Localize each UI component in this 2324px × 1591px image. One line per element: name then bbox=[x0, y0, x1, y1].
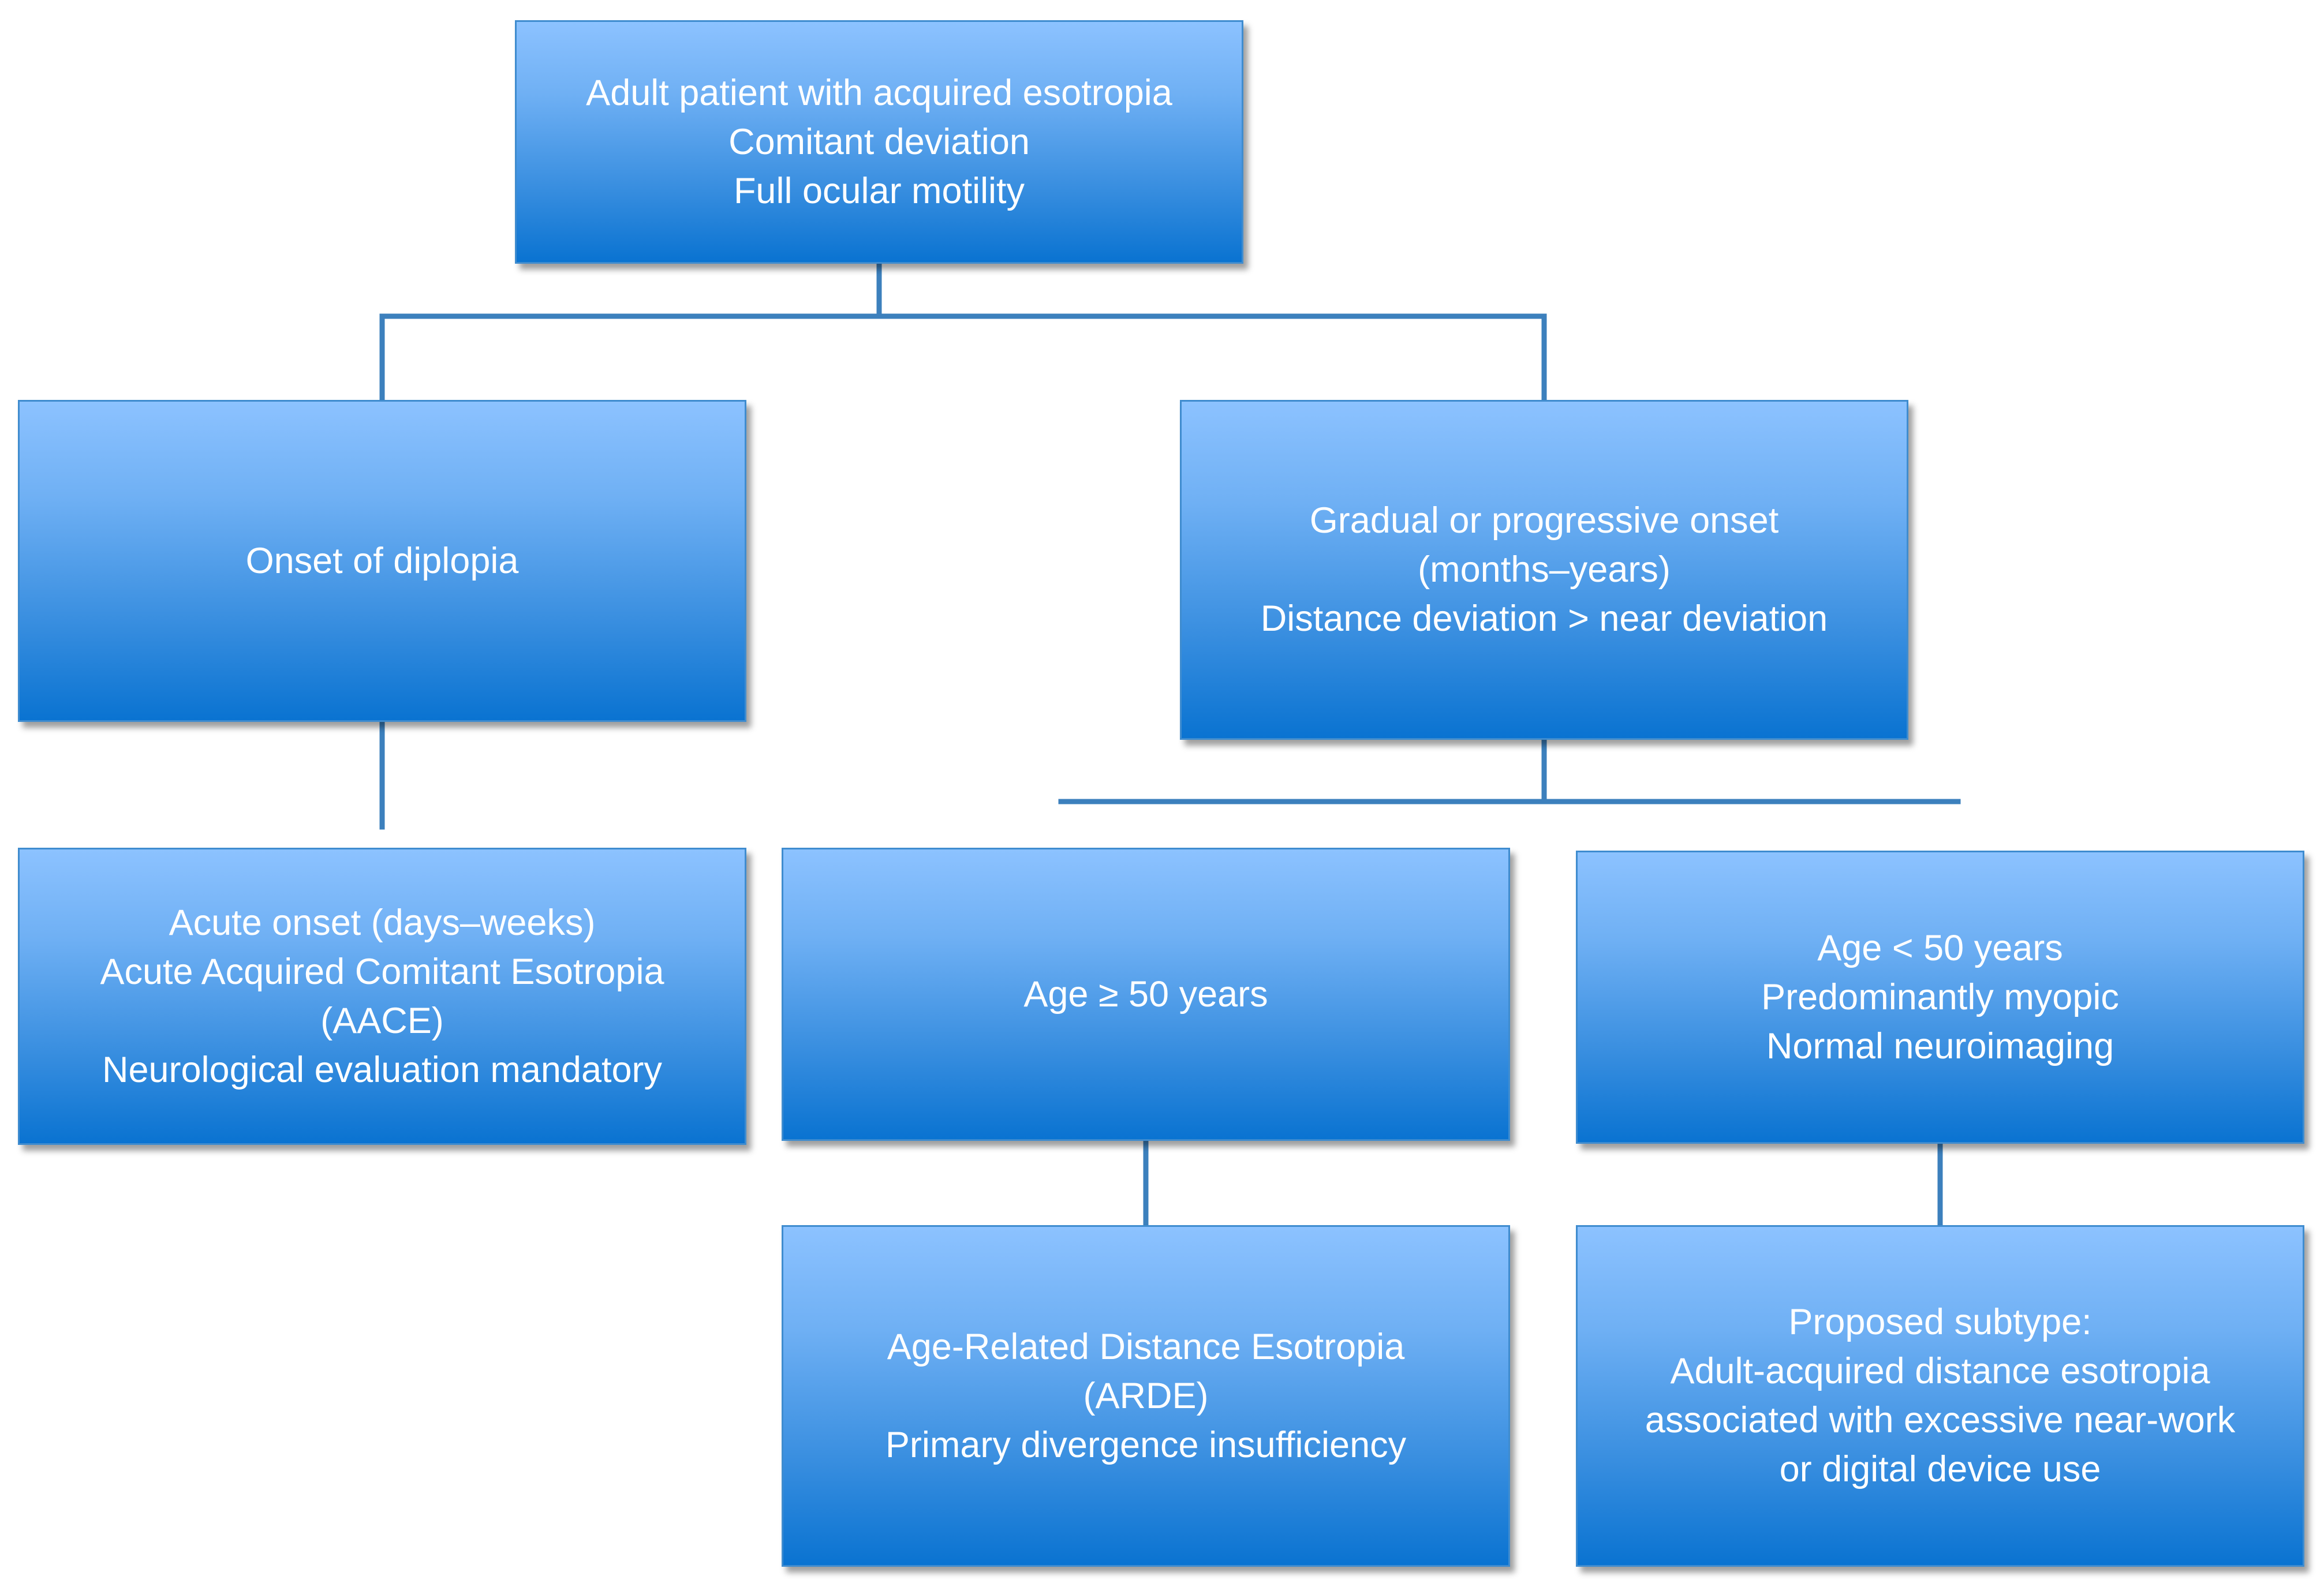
node-age-50-or-older: Age ≥ 50 years bbox=[782, 848, 1510, 1141]
node-text-line: associated with excessive near-work bbox=[1645, 1400, 2236, 1440]
node-text-line: Distance deviation > near deviation bbox=[1260, 598, 1828, 639]
node-text-line: Onset of diplopia bbox=[245, 540, 519, 581]
node-text-line: Predominantly myopic bbox=[1761, 976, 2119, 1017]
node-text-line: Age-Related Distance Esotropia bbox=[887, 1326, 1405, 1367]
node-age-under-50: Age < 50 years Predominantly myopic Norm… bbox=[1576, 851, 2304, 1144]
node-text-line: Age ≥ 50 years bbox=[1023, 974, 1268, 1015]
node-text-line: Comitant deviation bbox=[728, 121, 1030, 162]
node-text-line: Acute Acquired Comitant Esotropia bbox=[100, 951, 664, 992]
node-text-line: (ARDE) bbox=[1083, 1375, 1209, 1416]
node-text-line: Gradual or progressive onset bbox=[1309, 500, 1779, 541]
node-text-line: Primary divergence insufficiency bbox=[885, 1424, 1407, 1465]
node-gradual-progressive-onset: Gradual or progressive onset (months–yea… bbox=[1180, 400, 1908, 740]
node-text-line: Adult patient with acquired esotropia bbox=[586, 72, 1172, 113]
node-onset-of-diplopia: Onset of diplopia bbox=[18, 400, 746, 722]
node-text-line: (months–years) bbox=[1418, 549, 1671, 590]
node-proposed-subtype: Proposed subtype: Adult-acquired distanc… bbox=[1576, 1225, 2304, 1567]
node-acute-onset-aace: Acute onset (days–weeks) Acute Acquired … bbox=[18, 848, 746, 1145]
node-text-line: (AACE) bbox=[320, 1000, 444, 1041]
node-text-line: Full ocular motility bbox=[733, 170, 1025, 211]
node-text-line: Proposed subtype: bbox=[1788, 1302, 2092, 1342]
node-arde: Age-Related Distance Esotropia (ARDE) Pr… bbox=[782, 1225, 1510, 1567]
node-text-line: Age < 50 years bbox=[1817, 927, 2063, 968]
node-text-line: Acute onset (days–weeks) bbox=[169, 902, 596, 943]
node-text-line: or digital device use bbox=[1779, 1449, 2101, 1489]
node-text-line: Neurological evaluation mandatory bbox=[102, 1049, 663, 1090]
node-text-line: Adult-acquired distance esotropia bbox=[1670, 1351, 2210, 1391]
node-adult-acquired-esotropia: Adult patient with acquired esotropia Co… bbox=[515, 20, 1243, 264]
node-text-line: Normal neuroimaging bbox=[1766, 1025, 2114, 1066]
